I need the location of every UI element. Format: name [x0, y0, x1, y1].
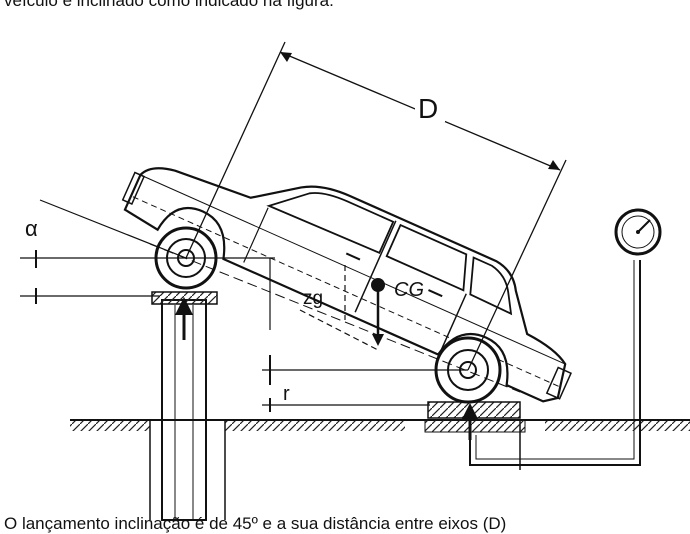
label-r: r [283, 383, 290, 405]
angle-alpha [20, 199, 275, 304]
radius-dimension [262, 355, 468, 412]
caption-bottom: O lançamento inclinação é de 45º e a sua… [4, 514, 507, 533]
pressure-gauge-icon [614, 208, 662, 256]
label-zg: zg [303, 288, 323, 309]
wheelbase-dimension [185, 41, 567, 371]
car-icon [121, 167, 572, 403]
center-of-gravity [371, 278, 385, 346]
label-alpha: α [25, 216, 38, 241]
caption-top: veículo é inclinado como indicado na fig… [4, 0, 334, 10]
axle-line [149, 243, 521, 393]
label-d: D [418, 93, 438, 124]
scale-platform [424, 260, 641, 466]
label-cg: CG [394, 279, 424, 301]
hydraulic-lift-icon [151, 291, 218, 521]
zg-dimension [269, 258, 379, 351]
